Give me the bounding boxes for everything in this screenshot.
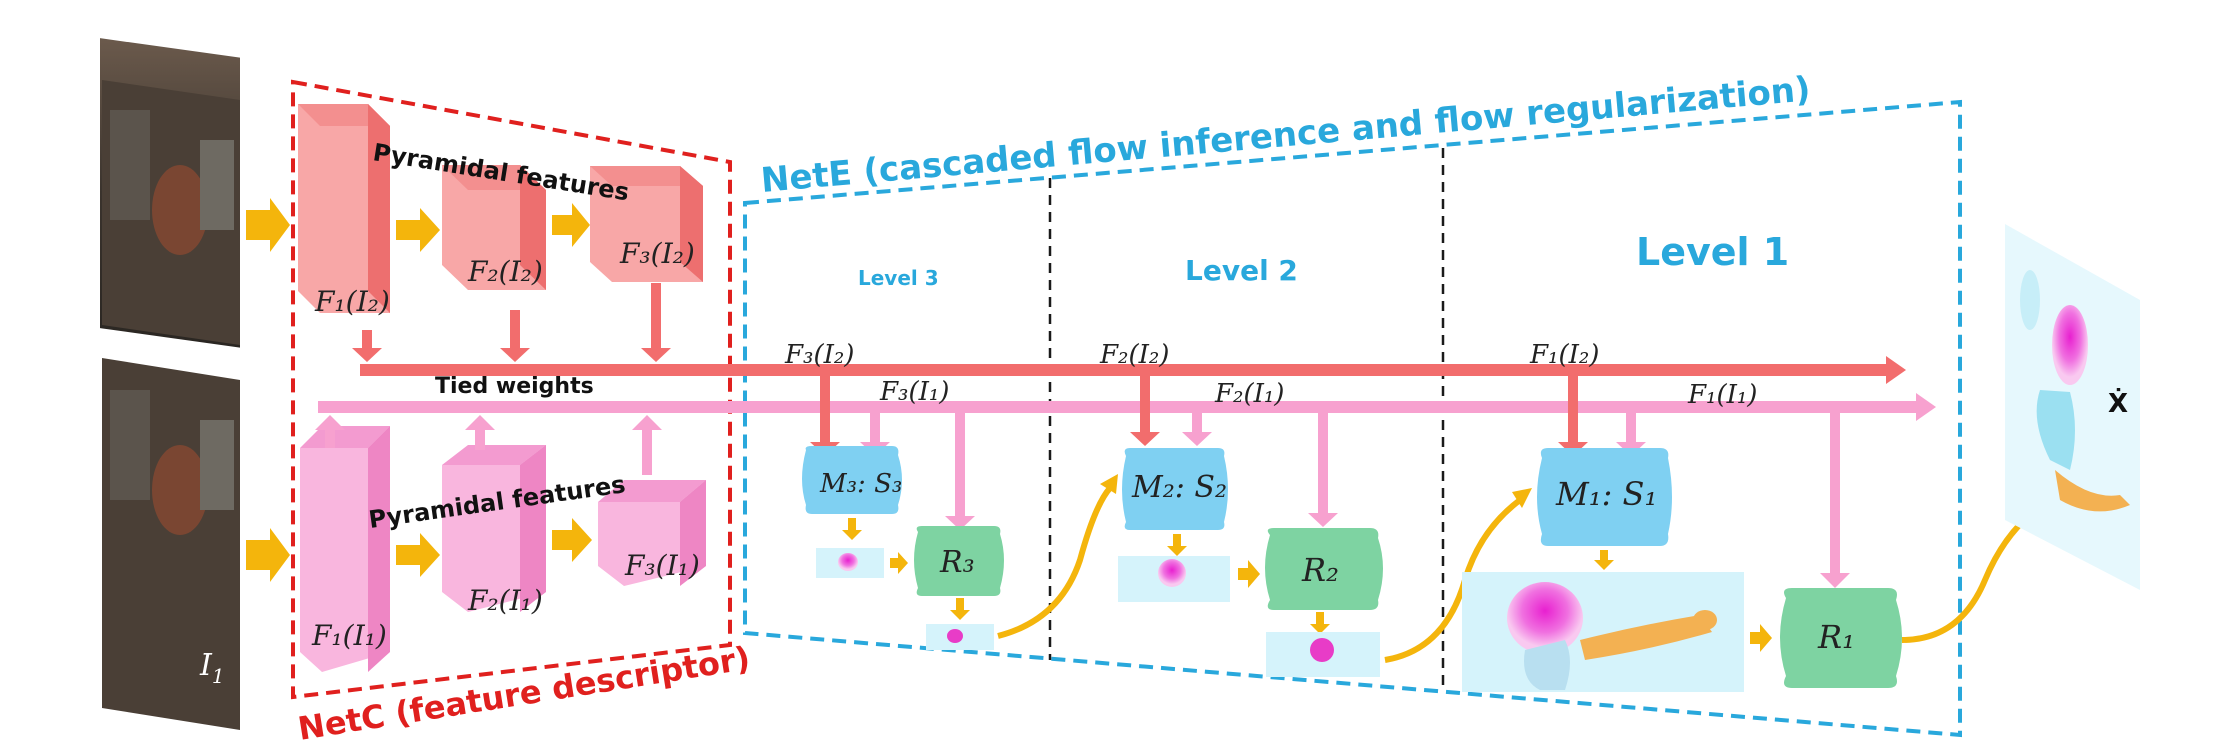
pyramid-arrow: [552, 518, 592, 562]
regularizer-r2: [1265, 528, 1383, 610]
bottom-feature-up-arrows: [315, 415, 662, 475]
pyramid-arrow: [396, 208, 440, 252]
regularizer-r2-label: R₂: [1301, 551, 1339, 589]
person-head-image: [152, 165, 208, 255]
matcher-m3: [802, 446, 902, 514]
level-1-top-input: F₁(I₂): [1529, 340, 1599, 370]
matcher-m1: [1537, 448, 1672, 546]
person-head-image: [152, 445, 208, 535]
matcher-m2-label: M₂: S₂: [1131, 470, 1227, 505]
feature-label-f1-i2: F₁(I₂): [314, 285, 390, 318]
feature-label-f3-i2: F₃(I₂): [619, 237, 695, 270]
bottom-feature-stream: [318, 401, 1920, 413]
tied-weights-label: Tied weights: [435, 374, 594, 399]
matcher-m1-label: M₁: S₁: [1555, 475, 1657, 513]
feature-label-f3-i1: F₃(I₁): [624, 549, 700, 582]
feature-label-f1-i1: F₁(I₁): [311, 619, 387, 652]
regularizer-r1: [1780, 588, 1902, 688]
regularizer-r3: [914, 526, 1004, 596]
level-2-top-input: F₂(I₂): [1099, 340, 1169, 370]
pyramid-arrow: [396, 533, 440, 577]
matcher-m3-label: M₃: S₃: [819, 469, 902, 499]
level-3-bottom-input: F₃(I₁): [879, 377, 949, 407]
feature-label-f2-i1: F₂(I₁): [467, 584, 543, 617]
pyramid-arrow: [552, 203, 590, 247]
nete-box: [743, 99, 1962, 738]
level-1-bottom-input: F₁(I₁): [1687, 380, 1757, 410]
input-arrow-top: [246, 198, 290, 252]
level-3-top-input: F₃(I₂): [784, 340, 854, 370]
input-arrow-bottom: [246, 528, 290, 582]
nete-title: NetE (cascaded flow inference and flow r…: [759, 69, 1812, 201]
feature-label-f2-i2: F₂(I₂): [467, 255, 543, 288]
matcher-m2: [1122, 448, 1228, 530]
output-flow-field: [2005, 224, 2140, 590]
regularizer-r1-label: R₁: [1817, 618, 1855, 656]
netc-box: [291, 79, 732, 700]
level-1-label: Level 1: [1636, 230, 1789, 274]
top-feature-pyramid: [298, 104, 703, 313]
cascade-arrow: [997, 486, 1113, 639]
level-3-label: Level 3: [858, 266, 939, 290]
level-2-label: Level 2: [1185, 254, 1298, 287]
level-2-bottom-input: F₂(I₁): [1214, 379, 1284, 409]
input-frame-i2: I2: [100, 38, 240, 408]
output-label: Ẋ: [2108, 387, 2128, 419]
top-feature-stream: [360, 364, 1890, 376]
frame-label-i1: I1: [199, 648, 225, 688]
bottom-feature-pyramid: [300, 426, 706, 672]
regularizer-r3-label: R₃: [939, 545, 975, 580]
top-feature-down-arrows: [352, 283, 671, 362]
input-frame-i1: I1: [102, 358, 240, 730]
flow-map-level-1: [1462, 572, 1744, 692]
